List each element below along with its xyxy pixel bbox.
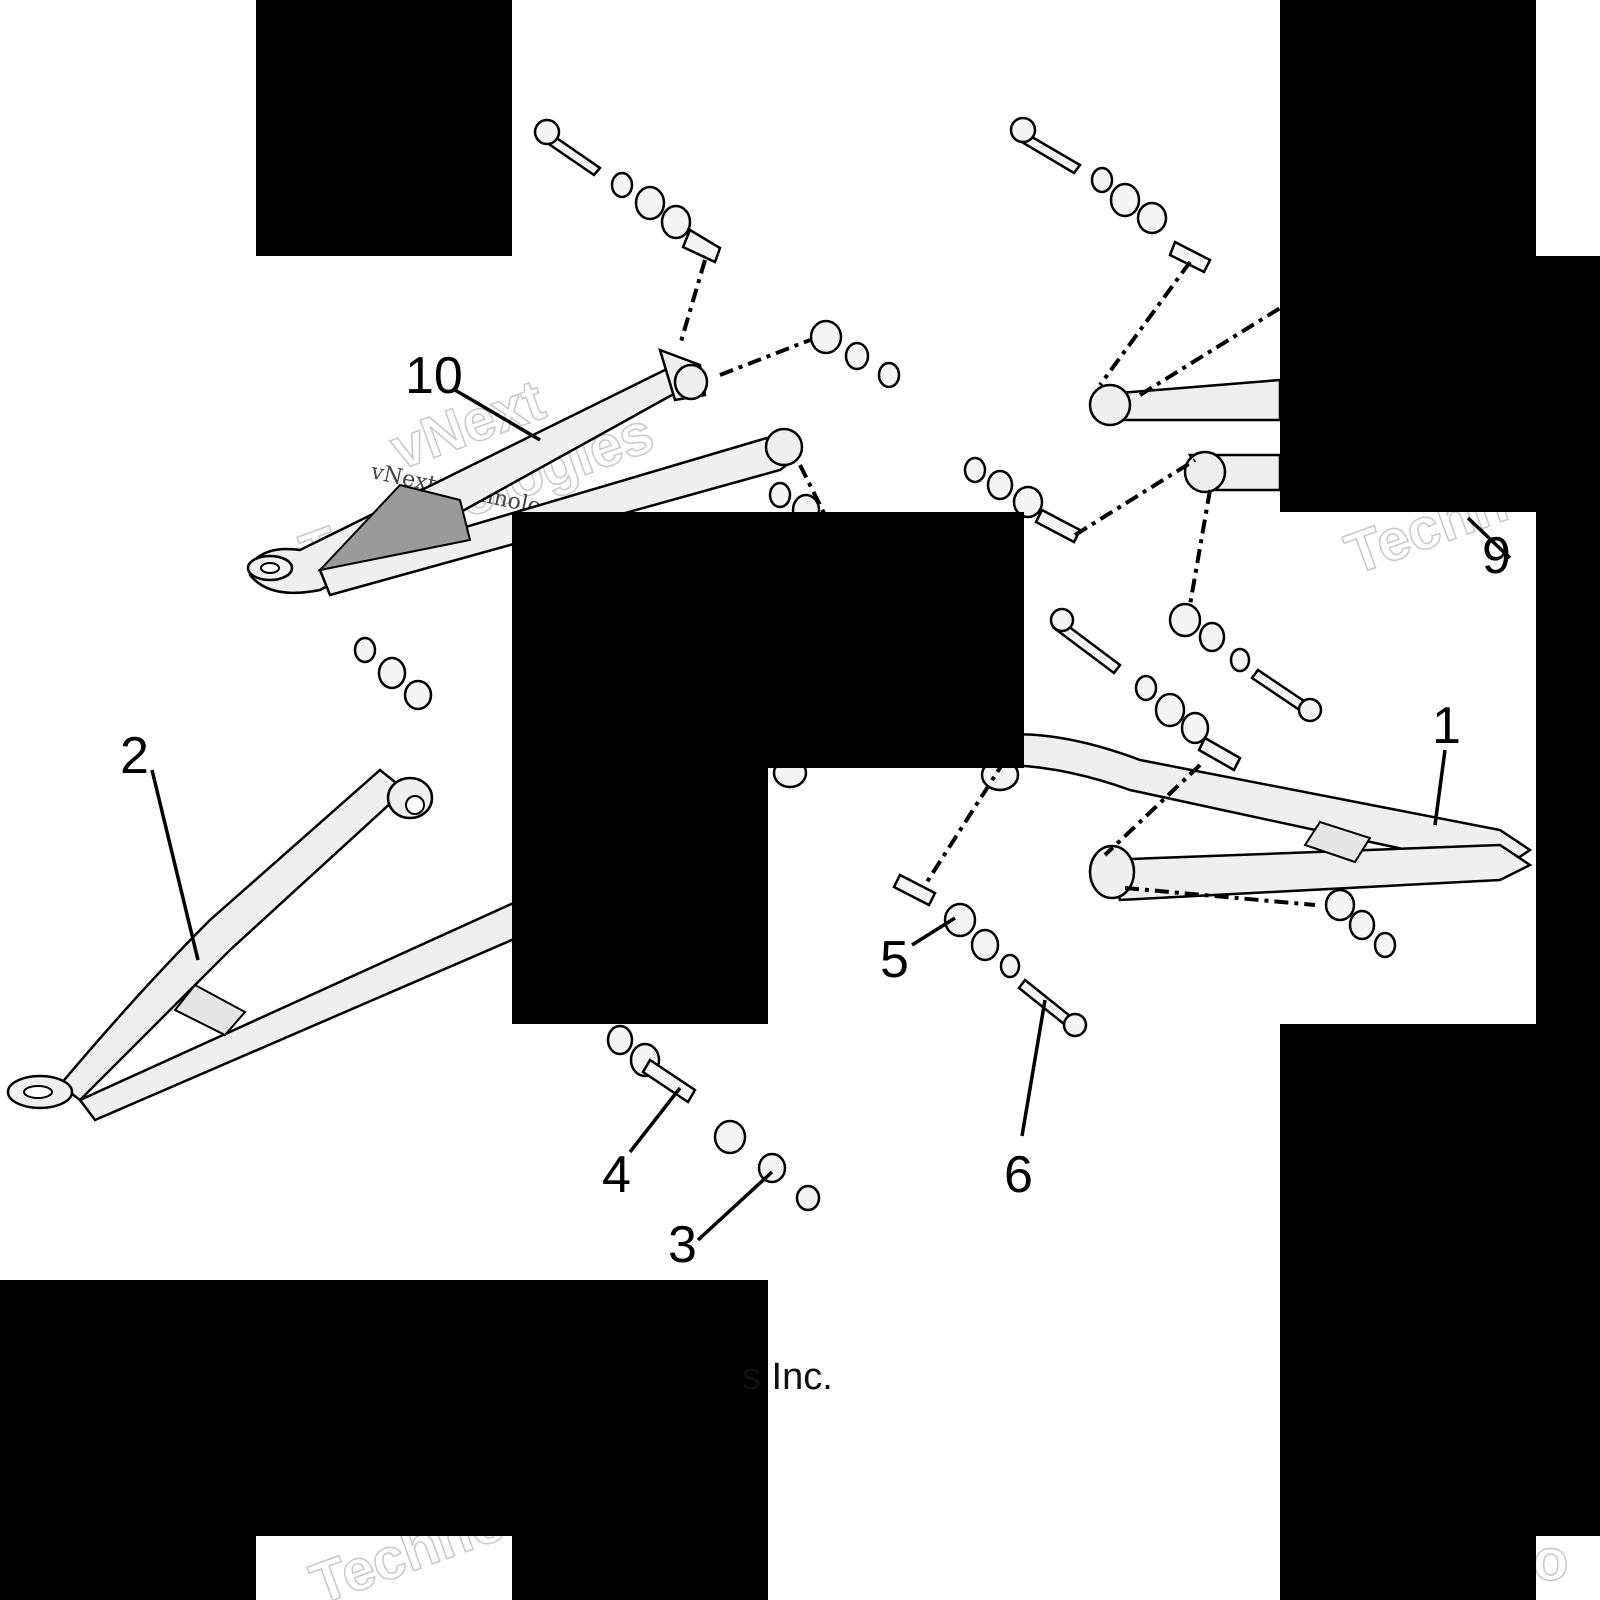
callout-4: 4 [602, 1146, 631, 1204]
upper-left-hardware [533, 118, 901, 527]
mask-right-edge [1536, 512, 1600, 1024]
mask-bottom-left-corner [0, 1536, 256, 1600]
callout-5: 5 [880, 931, 909, 989]
mask-bottom-right-strip [1280, 1536, 1536, 1600]
callout-1: 1 [1432, 697, 1461, 755]
leader-lines [150, 388, 1512, 1242]
mask-bottom-right [1280, 1024, 1600, 1536]
lower-right-a-arm [772, 733, 1533, 902]
mask-right-upper [1280, 256, 1600, 512]
mask-bottom-center [512, 1536, 768, 1600]
mask-bottom-left [0, 1280, 768, 1536]
caption-fragment: s Inc. [742, 1356, 833, 1398]
callout-numbers: 10 1 2 3 4 5 6 9 [120, 347, 1511, 1274]
lower-left-hardware [353, 636, 821, 1212]
upper-right-a-arm [1088, 378, 1282, 494]
callout-6: 6 [1004, 1146, 1033, 1204]
mask-center-lower [512, 768, 768, 1024]
mask-top-left [256, 0, 512, 256]
mask-center-upper [512, 512, 1024, 768]
callout-9: 9 [1482, 527, 1511, 585]
callout-10: 10 [405, 347, 463, 405]
callout-3: 3 [668, 1216, 697, 1274]
lower-left-a-arm [6, 768, 537, 1122]
mask-top-right [1280, 0, 1536, 256]
lower-right-hardware [892, 607, 1397, 1038]
upper-right-hardware [963, 116, 1323, 723]
callout-2: 2 [120, 727, 149, 785]
watermark-edge-fragment: o [1533, 1528, 1568, 1593]
